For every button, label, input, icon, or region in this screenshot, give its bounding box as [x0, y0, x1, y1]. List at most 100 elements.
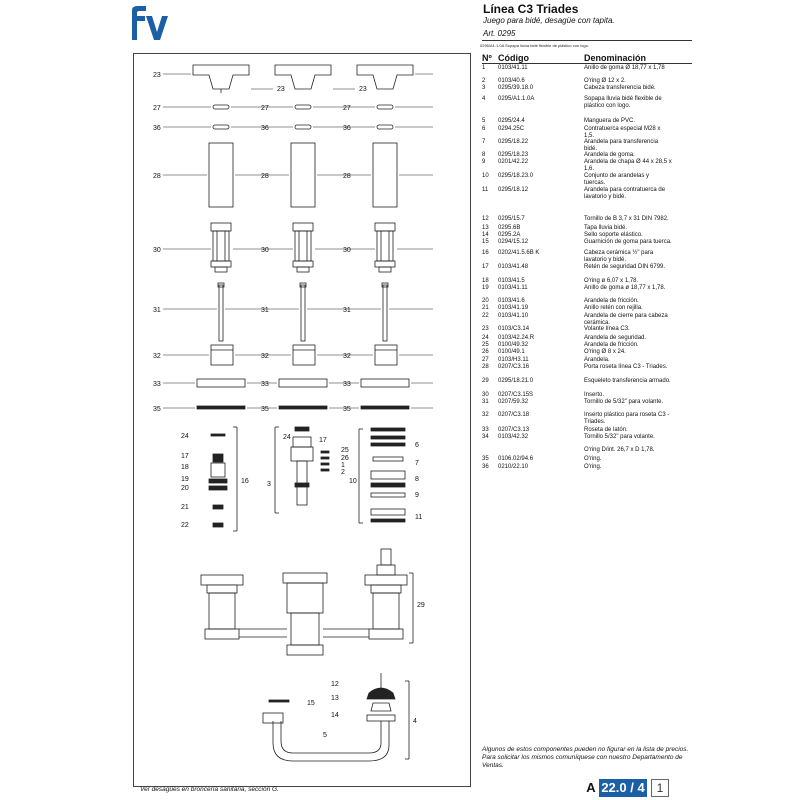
row-name: Inserto. — [584, 392, 605, 398]
row-number: 36 — [482, 464, 489, 470]
row-name: Anillo de goma Ø 18,77 x 1,78 — [584, 65, 665, 71]
label-9: 9 — [415, 492, 419, 499]
row-code: 0103/41.10 — [498, 313, 529, 319]
label-18: 18 — [181, 464, 189, 471]
row-code: 0207/C3.13 — [498, 427, 530, 433]
row-number: 9 — [482, 159, 486, 165]
row-number: 14 — [482, 232, 489, 238]
article-number: Art. 0295 — [483, 29, 516, 38]
label-17a: 17 — [181, 453, 189, 460]
row-number: 30 — [482, 392, 489, 398]
row-number: 11 — [482, 187, 489, 193]
row-name: Cabeza transferencia bidé. — [584, 85, 656, 91]
row-name: Tornillo 5/32" para volante. — [584, 434, 655, 440]
row-code: 0103/42.32 — [498, 434, 529, 440]
label-7: 7 — [415, 460, 419, 467]
row-code: 0103/C3.14 — [498, 326, 530, 332]
row-number: 20 — [482, 298, 489, 304]
label-31b: 31 — [261, 307, 269, 314]
row-name: Tornillo de B 3,7 x 31 DIN 7982. — [584, 216, 669, 222]
label-23c: 23 — [359, 86, 367, 93]
label-32c: 32 — [343, 353, 351, 360]
row-number: 15 — [482, 239, 489, 245]
row-name: Arandela de fricción. — [584, 342, 639, 348]
header-divider — [482, 40, 692, 41]
label-35a: 35 — [153, 406, 161, 413]
fv-logo — [132, 6, 168, 40]
label-24a: 24 — [181, 433, 189, 440]
col-header-code: Código — [498, 53, 529, 63]
row-code: 0207/59.32 — [498, 399, 529, 405]
row-name: Inserto plástico para roseta C3 - Triade… — [584, 412, 670, 425]
row-name: Tornillo de 5/32" para volante. — [584, 399, 664, 405]
label-27b: 27 — [261, 105, 269, 112]
row-number: 34 — [482, 434, 489, 440]
row-name: Conjunto de arandelas y tuercas. — [584, 173, 650, 186]
row-code: 0202/41.5.6B K — [498, 250, 540, 256]
row-code: 0295/39.18.0 — [498, 85, 534, 91]
label-19: 19 — [181, 476, 189, 483]
row-name: Sello soporte elástico. — [584, 232, 643, 238]
row-code: 0103/42.24.R — [498, 335, 535, 341]
washer-set-10 — [358, 427, 406, 524]
row-number: 6 — [482, 126, 486, 132]
label-27a: 27 — [153, 105, 161, 112]
row-code: 0294.25C — [498, 126, 525, 132]
footnote: Algunos de estos componentes pueden no f… — [482, 746, 689, 769]
row-name: Anillo de goma ø 18,77 x 1,78. — [584, 285, 666, 291]
row-name: Volante línea C3. — [584, 326, 630, 332]
row-number: 7 — [482, 139, 486, 145]
label-30b: 30 — [261, 247, 269, 254]
label-20: 20 — [181, 485, 189, 492]
row-number: 13 — [482, 225, 489, 231]
label-27c: 27 — [343, 105, 351, 112]
row-name: Retén de seguridad DIN 6799. — [584, 264, 666, 270]
row-name: Porta roseta línea C3 - Triades. — [584, 364, 668, 370]
label-16: 16 — [241, 478, 249, 485]
row-code: 0295/18.23.0 — [498, 173, 534, 179]
label-13: 13 — [331, 695, 339, 702]
page-version: 1 — [651, 779, 669, 797]
label-1: 1 — [341, 462, 345, 469]
label-32a: 32 — [153, 353, 161, 360]
row-code: 0295/18.23 — [498, 152, 529, 158]
row-number: 25 — [482, 342, 489, 348]
row-name: Guarnición de goma para tuerca. — [584, 239, 672, 245]
row-name: Arandela de chapa Ø 44 x 28,5 x 1,6. — [584, 159, 672, 172]
table-header-divider — [482, 63, 692, 64]
label-21: 21 — [181, 504, 189, 511]
header-small-note: 0295/A1.1.0A Sopapa lluvia bidé flexible… — [480, 43, 589, 48]
row-name: Contratuerca especial M28 x 1,5. — [584, 126, 661, 139]
label-4: 4 — [413, 718, 417, 725]
row-number: 24 — [482, 335, 489, 341]
row-name: Manguera de PVC. — [584, 118, 636, 124]
label-11: 11 — [415, 514, 422, 521]
col-header-number: Nº — [482, 53, 492, 63]
row-name: O'ring Ø 12 x 2. — [584, 78, 626, 84]
handle-23-c — [356, 64, 414, 90]
row-name: O'ring ø 6,07 x 1,78. — [584, 278, 639, 284]
row-name: Sopapa lluvia bidé flexible de plástico … — [584, 96, 662, 109]
row-number: 23 — [482, 326, 489, 332]
row-code: 0210/22.10 — [498, 464, 529, 470]
row-code: 0103/41.6 — [498, 298, 525, 304]
row-code: 0100/49.1 — [498, 349, 525, 355]
label-30a: 30 — [153, 247, 161, 254]
label-6: 6 — [415, 442, 419, 449]
row-code: 0295.2A — [498, 232, 521, 238]
row-code: 0295/A1.1.0A — [498, 96, 535, 102]
label-2: 2 — [341, 469, 345, 476]
exploded-diagram: 23 23 23 27 27 27 36 36 36 28 28 28 30 3… — [153, 64, 433, 762]
row-code: 0103/41.5 — [498, 278, 525, 284]
row-name: Arandela para contratuerca de lavatorio … — [584, 187, 666, 200]
row-code: 0201/42.22 — [498, 159, 529, 165]
row-code: 0103/41.19 — [498, 305, 529, 311]
row-number: 28 — [482, 364, 489, 370]
label-3: 3 — [267, 481, 271, 488]
row-code: 0103/40.6 — [498, 78, 525, 84]
label-15: 15 — [307, 700, 315, 707]
label-23a: 23 — [153, 72, 161, 79]
row-name: Arandela de fricción. — [584, 298, 639, 304]
label-26: 26 — [341, 455, 349, 462]
row-number: 33 — [482, 427, 489, 433]
